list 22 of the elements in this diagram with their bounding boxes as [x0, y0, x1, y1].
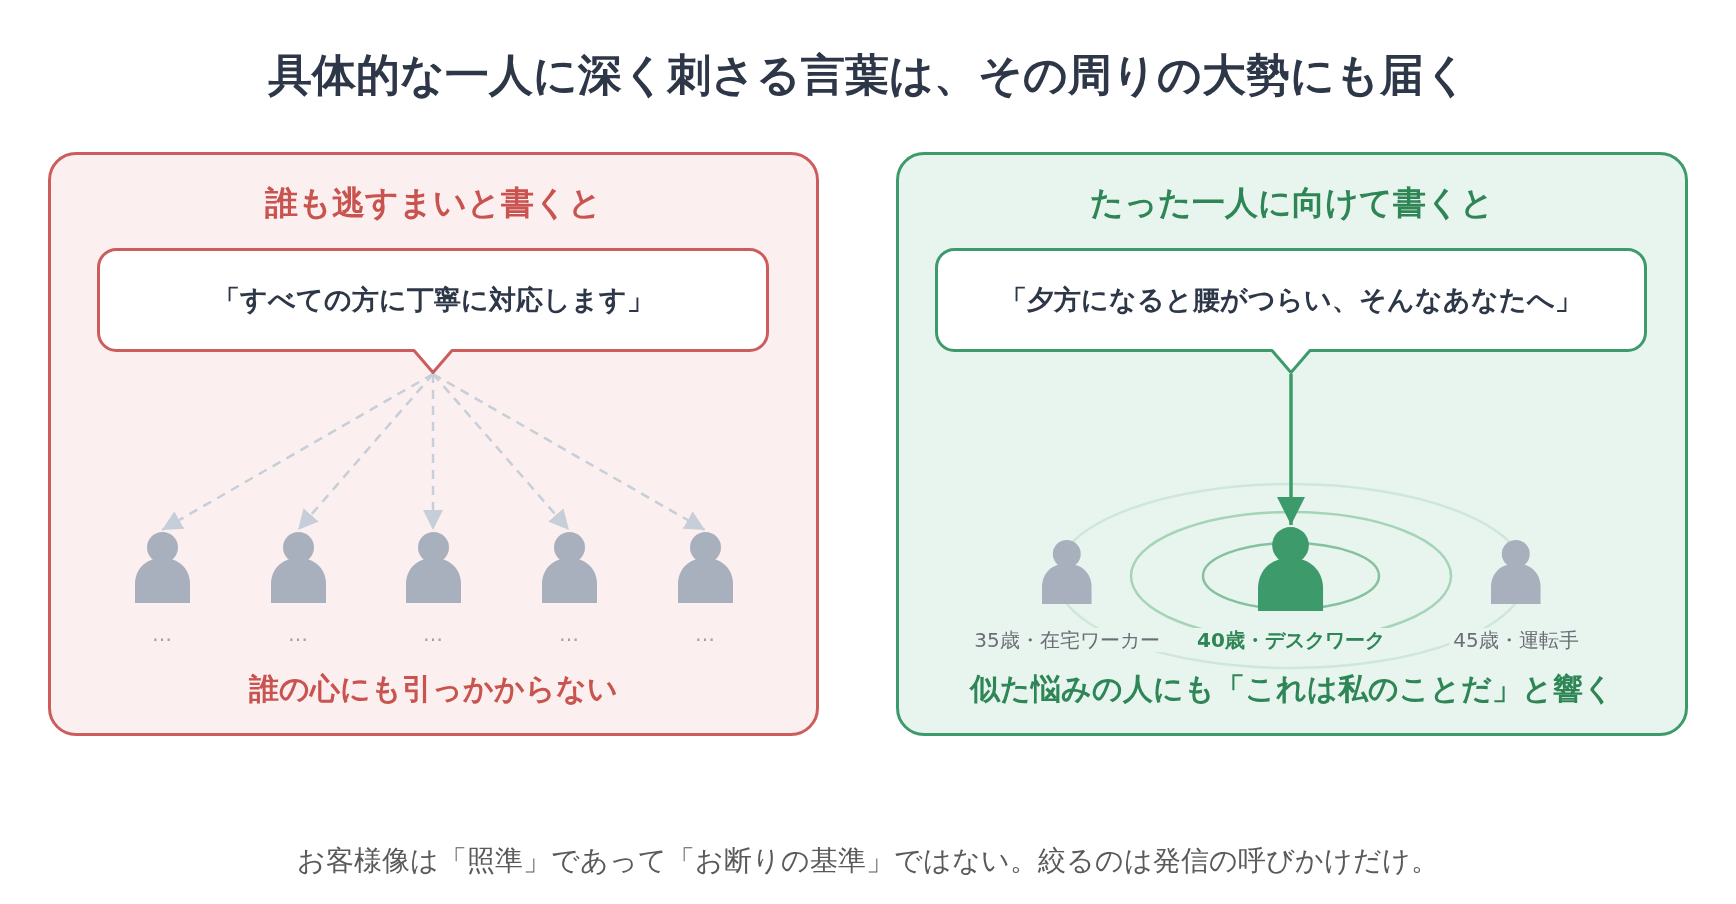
- quote-text: 「すべての方に丁寧に対応します」: [212, 283, 654, 317]
- ellipsis-text: …: [152, 622, 172, 646]
- comparison-panel: [896, 152, 1688, 736]
- panel-conclusion: 誰の心にも引っかからない: [249, 671, 618, 707]
- panel-heading: たった一人に向けて書くと: [1090, 183, 1494, 223]
- dashed-arrow: [423, 374, 443, 530]
- dashed-arrow: [161, 372, 434, 532]
- ellipsis-text: …: [423, 622, 443, 646]
- quote-text: 「夕方になると腰がつらい、そんなあなたへ」: [1000, 283, 1582, 317]
- dashed-arrow: [432, 372, 706, 532]
- ellipsis-text: …: [288, 622, 308, 646]
- dashed-arrow: [297, 373, 434, 531]
- caption-text: お客様像は「照準」であって「お断りの基準」ではない。絞るのは発信の呼びかけだけ。: [297, 844, 1439, 878]
- persona-label: 40歳・デスクワーク: [1193, 628, 1389, 652]
- comparison-panel: [48, 152, 819, 736]
- page-title: 具体的な一人に深く刺さる言葉は、その周りの大勢にも届く: [267, 48, 1469, 102]
- ellipsis-text: …: [559, 622, 579, 646]
- ellipsis-text: …: [695, 622, 715, 646]
- panel-conclusion: 似た悩みの人にも「これは私のことだ」と響く: [970, 671, 1614, 707]
- arrow: [1277, 374, 1305, 525]
- dashed-arrow: [432, 373, 570, 531]
- panel-heading: 誰も逃すまいと書くと: [265, 183, 602, 223]
